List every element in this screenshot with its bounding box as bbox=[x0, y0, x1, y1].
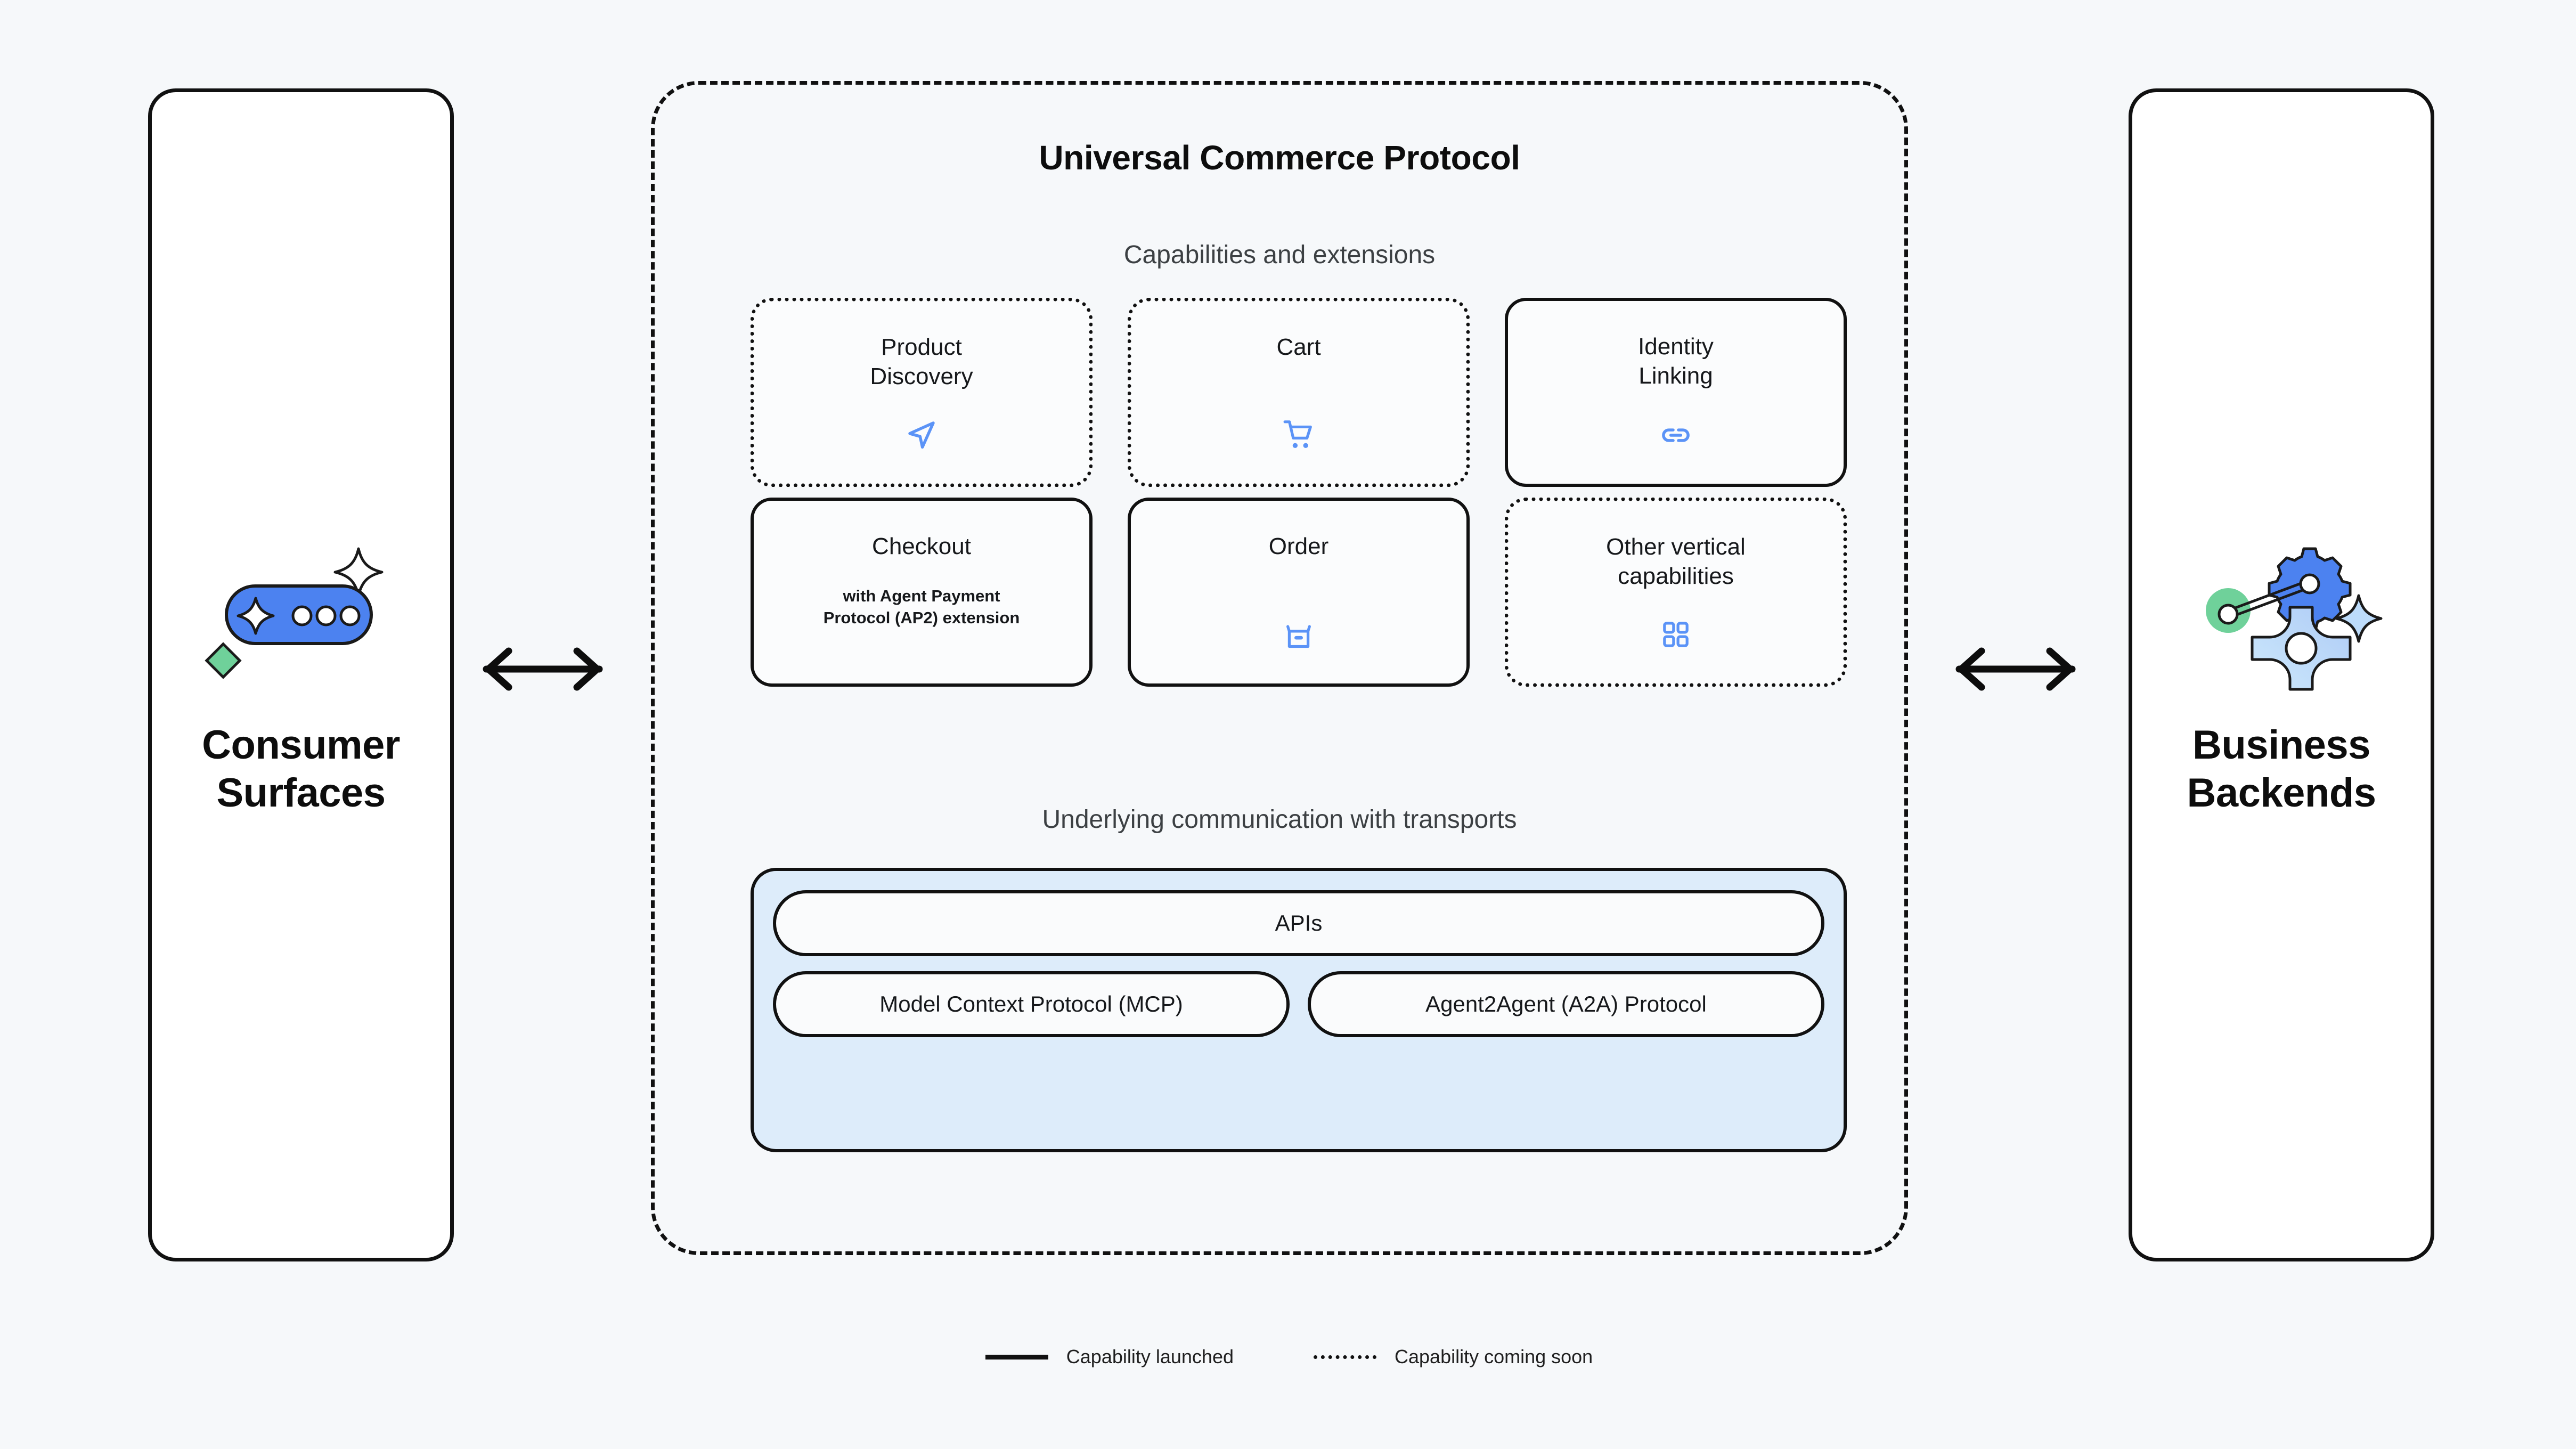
capability-card-checkout[interactable]: Checkout with Agent Payment Protocol (AP… bbox=[751, 498, 1093, 687]
transport-secondary-row: Model Context Protocol (MCP) Agent2Agent… bbox=[773, 971, 1824, 1037]
business-illustration-svg bbox=[2206, 547, 2383, 691]
capability-subtitle-checkout: with Agent Payment Protocol (AP2) extens… bbox=[823, 587, 1020, 628]
transports-heading: Underlying communication with transports bbox=[1042, 805, 1517, 834]
cross-hub-shape bbox=[2251, 606, 2352, 691]
consumer-panel-title-line2: Surfaces bbox=[216, 770, 386, 816]
legend-item-launched: Capability launched bbox=[985, 1346, 1234, 1368]
capability-card-cart[interactable]: Cart bbox=[1128, 298, 1470, 487]
transports-box: APIs Model Context Protocol (MCP) Agent2… bbox=[751, 868, 1847, 1152]
business-panel-title-line2: Backends bbox=[2187, 770, 2376, 816]
right-arrow-svg bbox=[1955, 647, 2076, 691]
capability-label-cart: Cart bbox=[1276, 334, 1321, 360]
legend: Capability launched Capability coming so… bbox=[879, 1322, 1699, 1391]
typing-dot-1 bbox=[291, 605, 313, 626]
capability-label-other-vertical: Other vertical capabilities bbox=[1606, 534, 1746, 590]
business-backends-panel: Business Backends bbox=[2129, 88, 2434, 1261]
green-diamond-shape bbox=[205, 642, 242, 679]
transport-pill-mcp[interactable]: Model Context Protocol (MCP) bbox=[773, 971, 1290, 1037]
capability-label-product-discovery: Product Discovery bbox=[870, 334, 973, 390]
business-panel-title: Business Backends bbox=[2187, 721, 2376, 817]
sparkle-filled-icon bbox=[237, 597, 275, 635]
capability-label-order: Order bbox=[1268, 533, 1329, 559]
protocol-title: Universal Commerce Protocol bbox=[1039, 139, 1520, 177]
consumer-surfaces-panel: Consumer Surfaces bbox=[148, 88, 454, 1261]
capability-card-other-vertical[interactable]: Other vertical capabilities bbox=[1505, 498, 1847, 687]
consumer-panel-title: Consumer Surfaces bbox=[202, 721, 400, 817]
capabilities-heading: Capabilities and extensions bbox=[1123, 241, 1436, 269]
capability-label-identity-linking: Identity Linking bbox=[1638, 333, 1714, 389]
link-chain-icon bbox=[1658, 418, 1693, 453]
light-blue-sparkle-icon bbox=[2335, 594, 2383, 643]
capability-card-identity-linking[interactable]: Identity Linking bbox=[1505, 298, 1847, 487]
connecting-rod-shape bbox=[2218, 573, 2320, 625]
legend-solid-line-icon bbox=[985, 1354, 1048, 1360]
gears-sparkle-illustration bbox=[2170, 533, 2393, 703]
typing-dot-2 bbox=[315, 605, 337, 626]
legend-label-coming-soon: Capability coming soon bbox=[1395, 1346, 1593, 1367]
left-arrow-svg bbox=[483, 647, 603, 691]
right-bidirectional-arrow bbox=[1950, 644, 2082, 695]
shopping-cart-icon bbox=[1281, 417, 1316, 452]
capabilities-grid: Product Discovery Cart bbox=[751, 298, 1847, 687]
transport-pill-a2a[interactable]: Agent2Agent (A2A) Protocol bbox=[1308, 971, 1824, 1037]
chat-bubble-sparkle-illustration bbox=[189, 533, 413, 703]
consumer-illustration-svg bbox=[205, 547, 384, 679]
transport-pill-apis[interactable]: APIs bbox=[773, 890, 1824, 956]
legend-label-launched: Capability launched bbox=[1066, 1346, 1234, 1367]
navigation-send-icon bbox=[904, 417, 939, 452]
grid-apps-icon bbox=[1658, 617, 1693, 652]
legend-dotted-line-icon bbox=[1314, 1355, 1376, 1359]
consumer-panel-title-line1: Consumer bbox=[202, 722, 400, 768]
capability-card-product-discovery[interactable]: Product Discovery bbox=[751, 298, 1093, 487]
business-panel-title-line1: Business bbox=[2192, 722, 2370, 768]
universal-commerce-protocol-container: Universal Commerce Protocol Capabilities… bbox=[651, 81, 1908, 1255]
package-box-icon bbox=[1281, 617, 1316, 653]
capability-card-order[interactable]: Order bbox=[1128, 498, 1470, 687]
legend-item-coming-soon: Capability coming soon bbox=[1314, 1346, 1593, 1368]
capability-label-checkout: Checkout bbox=[872, 533, 971, 559]
left-bidirectional-arrow bbox=[477, 644, 609, 695]
typing-dot-3 bbox=[339, 605, 361, 626]
